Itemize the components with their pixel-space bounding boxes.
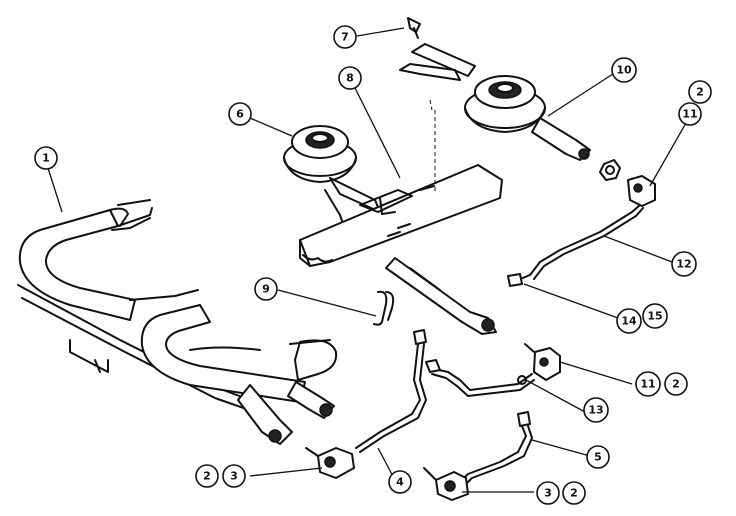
callout-3-left: 3: [222, 464, 246, 488]
callout-2-bottom: 2: [562, 481, 586, 505]
callout-9-label: 9: [262, 283, 270, 296]
callout-12: 12: [671, 251, 697, 277]
part-8-bracket-plate: [299, 99, 503, 267]
part-10-rear-burner: [399, 43, 591, 161]
callout-11-top-label: 11: [682, 108, 697, 121]
callout-4: 4: [388, 470, 412, 494]
callout-7: 7: [333, 25, 357, 49]
callout-5-label: 5: [594, 451, 602, 464]
part-7-screw: [407, 17, 421, 39]
callout-6-label: 6: [236, 108, 244, 121]
callout-2-left-label: 2: [203, 470, 211, 483]
callout-15-label: 15: [647, 310, 662, 323]
callout-14: 14: [616, 308, 642, 334]
callout-2-right: 2: [664, 372, 688, 396]
callout-11-top: 11: [678, 102, 702, 126]
callout-3-left-label: 3: [230, 470, 238, 483]
part-12-tube-upper: [507, 204, 644, 287]
part-13-tube-middle: [425, 359, 535, 397]
part-5-tube: [457, 411, 533, 489]
callout-15: 15: [642, 303, 668, 329]
callout-11-mid-label: 11: [640, 378, 655, 391]
callout-12-label: 12: [676, 258, 691, 271]
part-11-valve-upper: [627, 175, 656, 207]
callout-9: 9: [254, 277, 278, 301]
callout-13: 13: [583, 397, 609, 423]
callout-7-label: 7: [341, 31, 349, 44]
callout-2-right-label: 2: [672, 378, 680, 391]
callout-5: 5: [586, 445, 610, 469]
part-6-burner-head: [283, 125, 381, 231]
part-3-valve-bottom-left: [305, 447, 355, 479]
callout-10: 10: [611, 57, 637, 83]
callout-1: 1: [34, 146, 58, 170]
callout-8-label: 8: [346, 72, 354, 85]
center-venturi-tube: [385, 257, 497, 335]
nut-fitting: [599, 159, 621, 181]
callout-14-label: 14: [621, 315, 637, 328]
part-4-tube: [355, 329, 427, 453]
callout-1-label: 1: [42, 152, 50, 165]
callout-4-label: 4: [396, 476, 404, 489]
callout-3-bottom: 3: [536, 481, 560, 505]
part-1-double-burner: [17, 199, 338, 445]
part-9-clip: [373, 290, 395, 326]
callout-6: 6: [228, 102, 252, 126]
callout-13-label: 13: [588, 404, 603, 417]
callout-8: 8: [338, 66, 362, 90]
callout-3-bottom-label: 3: [544, 487, 552, 500]
part-3-valve-bottom-right: [423, 467, 469, 501]
callout-2-top-label: 2: [696, 86, 704, 99]
callout-2-left: 2: [195, 464, 219, 488]
callout-2-top: 2: [688, 80, 712, 104]
leader-lines: [47, 27, 691, 493]
callout-11-mid: 11: [635, 371, 661, 397]
callout-2-bottom-label: 2: [570, 487, 578, 500]
part-11-valve-middle: [524, 343, 561, 381]
callout-10-label: 10: [616, 64, 632, 77]
